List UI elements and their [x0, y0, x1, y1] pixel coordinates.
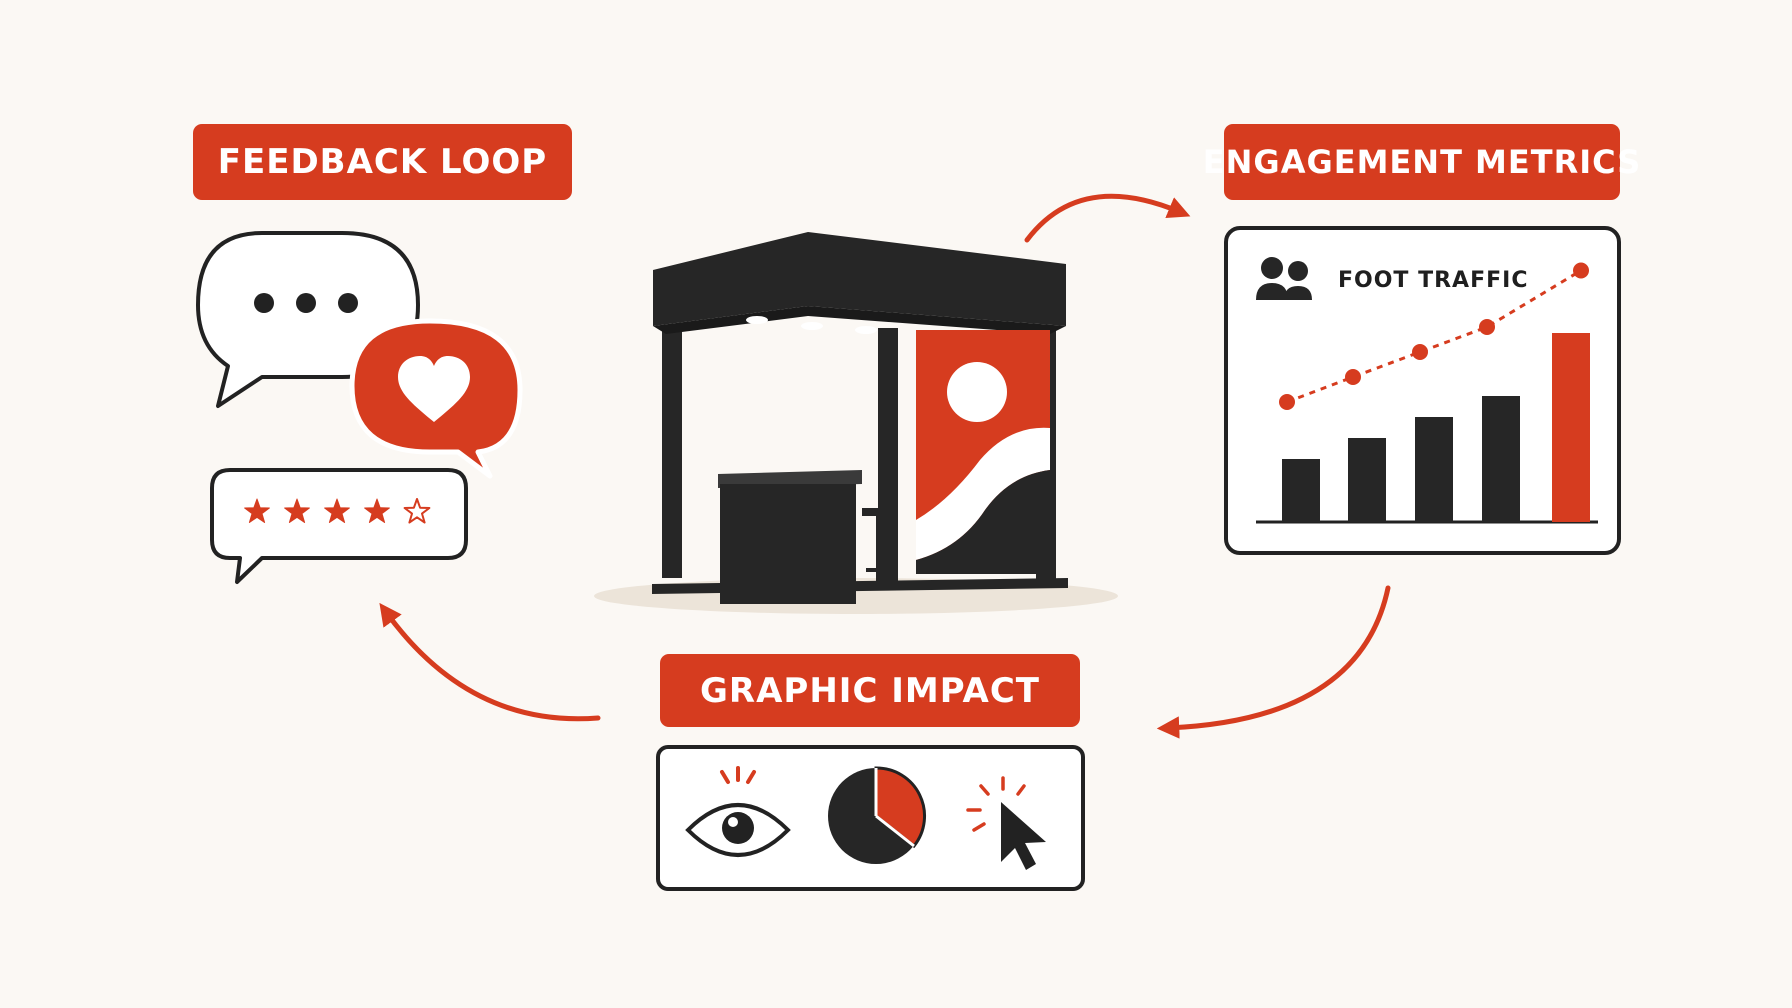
arrow-booth-to-metrics: [1024, 193, 1191, 243]
star-filled-icon: [324, 498, 350, 523]
star-filled-icon: [364, 498, 390, 523]
chart-trend-point: [1412, 344, 1428, 360]
chart-bar: [1552, 333, 1590, 522]
star-rating: [244, 498, 431, 524]
star-filled-icon: [244, 498, 270, 523]
speech-bubble-heart-icon: [349, 318, 523, 479]
exhibition-booth-illustration: [594, 232, 1118, 614]
graphic-impact-panel: [656, 745, 1085, 891]
chart-bar: [1282, 459, 1320, 522]
chart-trend-point: [1479, 319, 1495, 335]
cursor-click-icon: [966, 776, 1046, 870]
star-empty-icon: [403, 498, 431, 524]
arrow-graphic-to-feedback: [379, 602, 601, 722]
engagement-metrics-label: ENGAGEMENT METRICS: [1203, 124, 1640, 200]
chart-bar: [1348, 438, 1386, 522]
graphic-impact-label: GRAPHIC IMPACT: [660, 654, 1080, 727]
star-filled-icon: [284, 498, 310, 523]
foot-traffic-caption: FOOT TRAFFIC: [1338, 268, 1528, 293]
chart-bar: [1482, 396, 1520, 522]
speech-bubble-rating-icon: [210, 468, 468, 584]
chart-trend-point: [1345, 369, 1361, 385]
eye-icon: [685, 766, 791, 857]
chart-trend-point: [1573, 262, 1589, 279]
chart-trend-point: [1279, 394, 1295, 410]
people-icon: [1256, 257, 1312, 300]
pie-chart-icon: [828, 766, 926, 864]
arrow-metrics-to-graphic: [1156, 585, 1391, 739]
feedback-loop-label: FEEDBACK LOOP: [193, 124, 572, 200]
engagement-metrics-panel: FOOT TRAFFIC: [1224, 226, 1621, 555]
chart-bar: [1415, 417, 1453, 522]
